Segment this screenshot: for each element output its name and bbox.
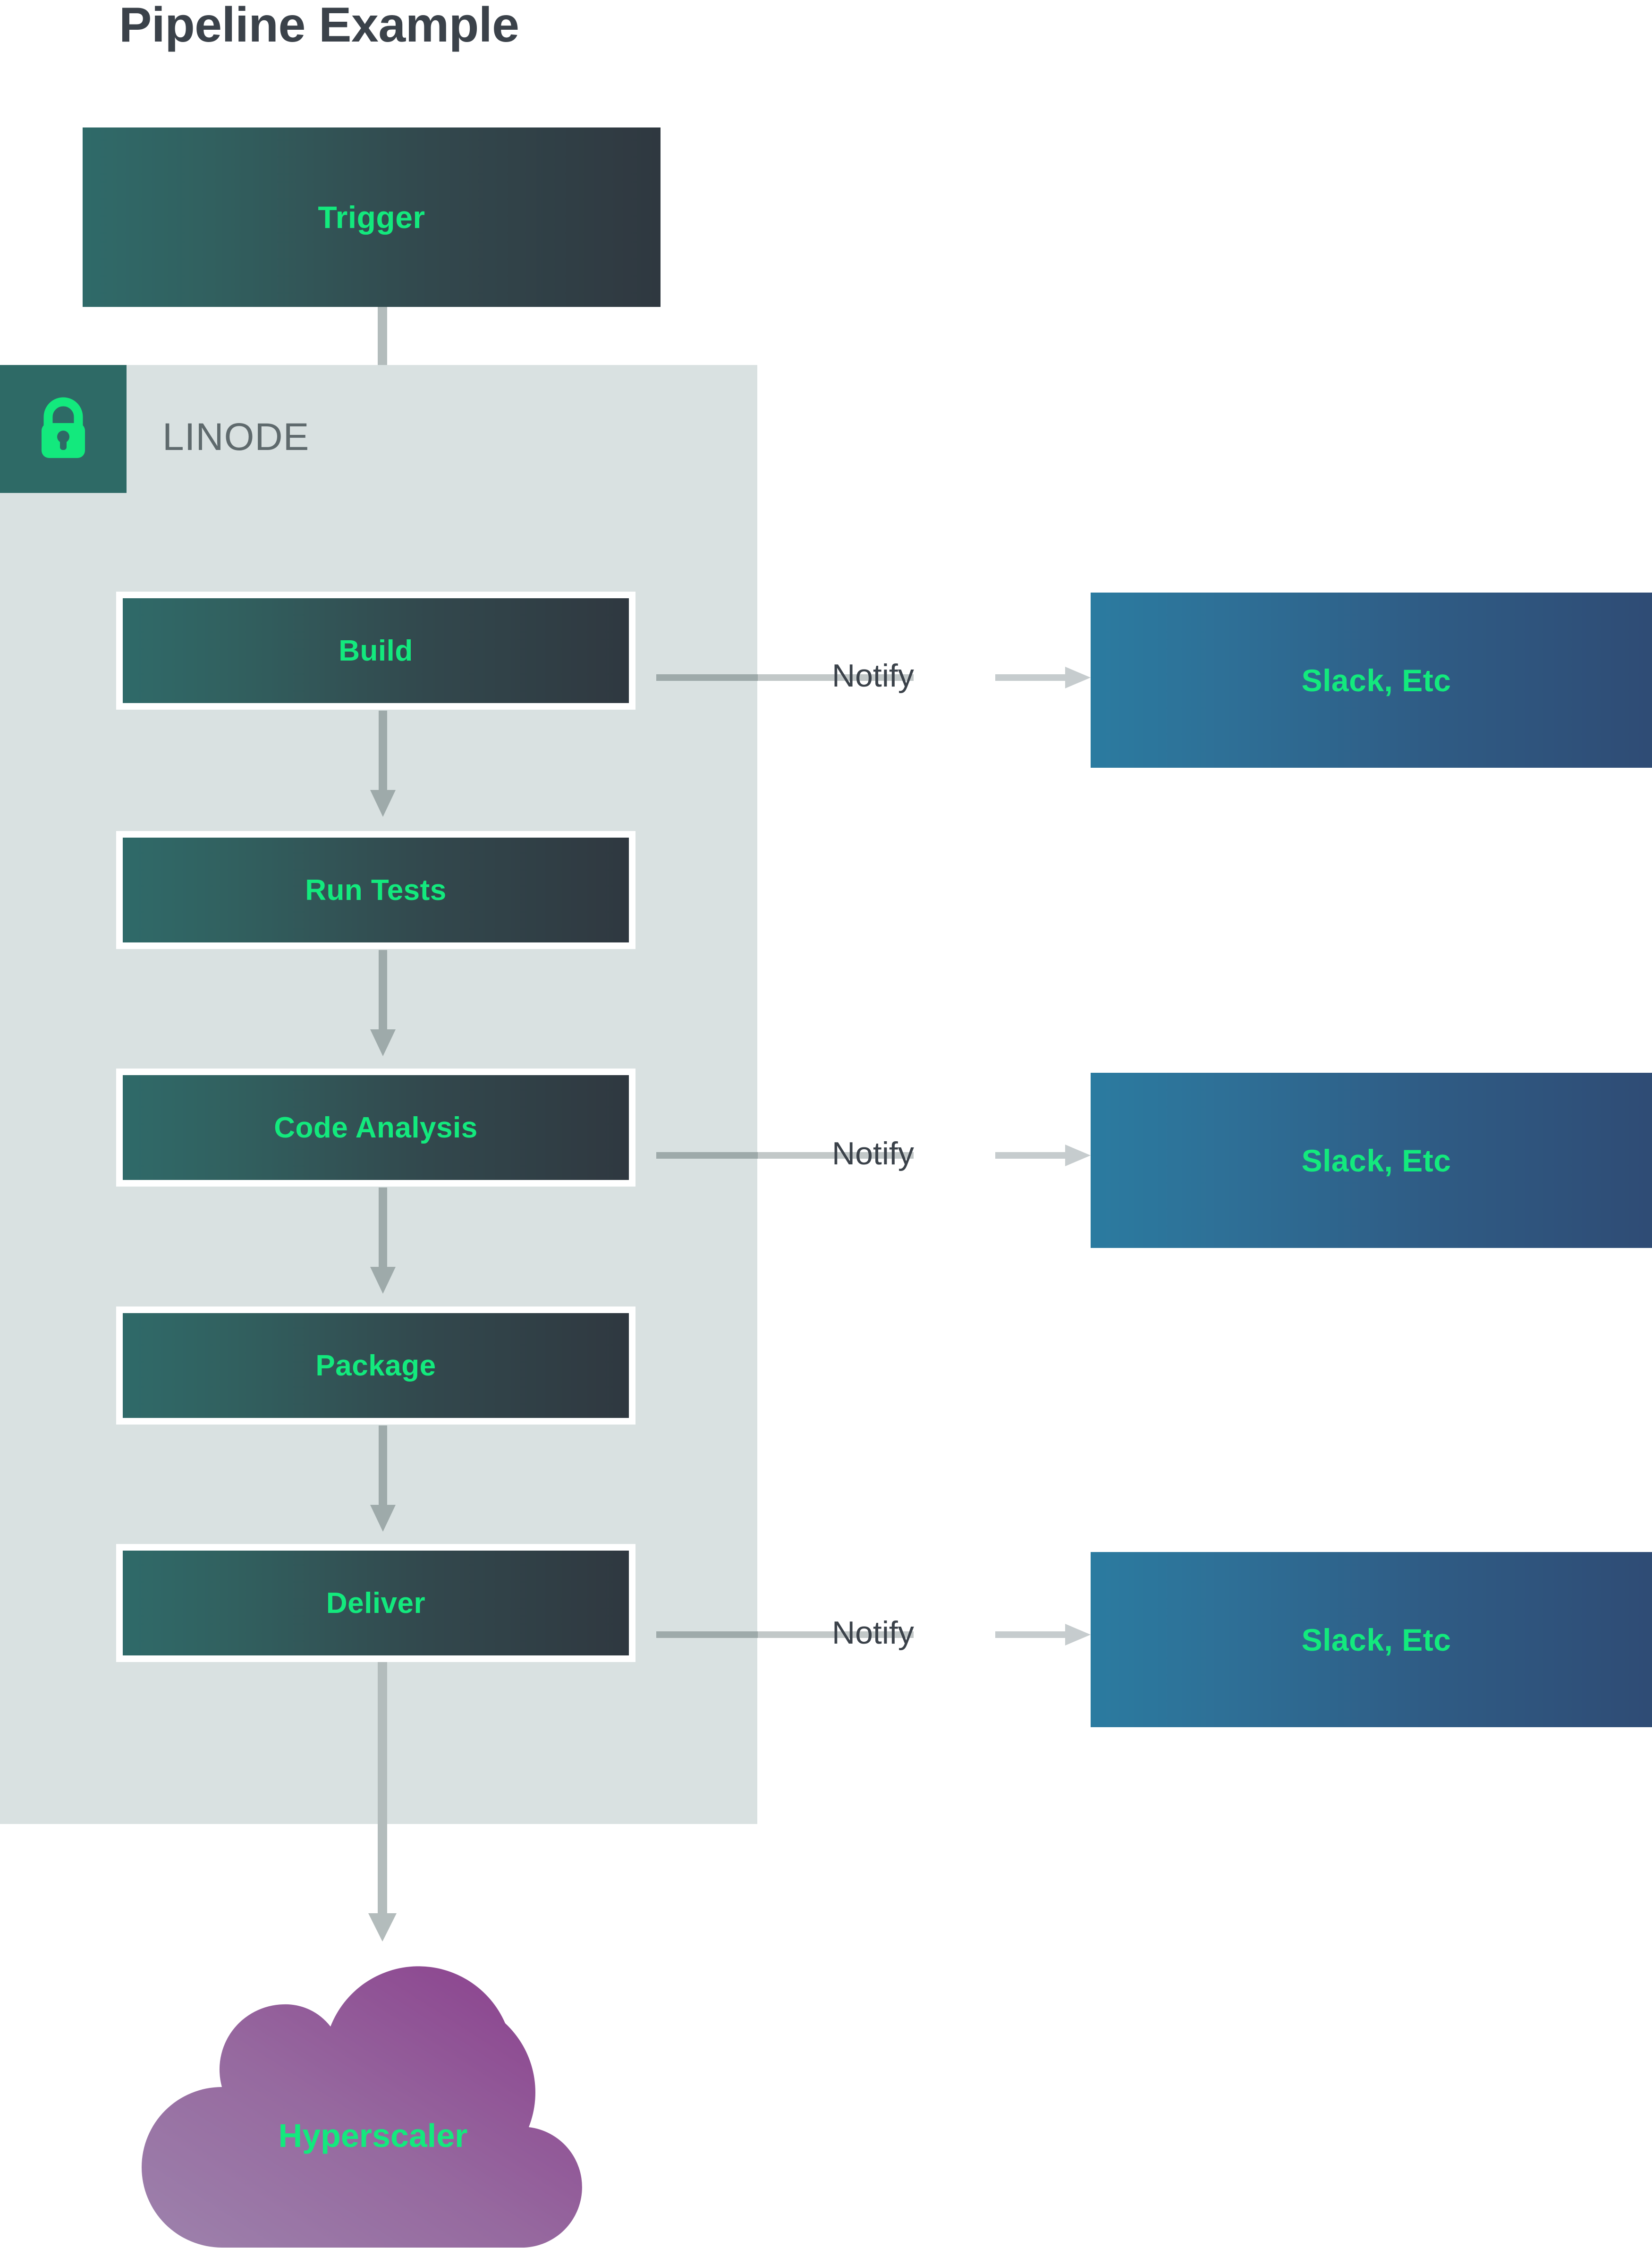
connector-notify-code-analysis <box>656 1139 1091 1172</box>
node-slack-2-label: Slack, Etc <box>1301 1143 1451 1178</box>
connector-notify-build-label: Notify <box>832 658 914 694</box>
connector-notify-build <box>656 661 1091 694</box>
connector-code-analysis-to-package <box>362 1188 404 1308</box>
node-deliver[interactable]: Deliver <box>116 1544 635 1662</box>
boundary-linode-label: LINODE <box>162 416 310 458</box>
node-hyperscaler-label: Hyperscaler <box>278 2117 468 2154</box>
node-package[interactable]: Package <box>116 1306 635 1425</box>
node-code-analysis[interactable]: Code Analysis <box>116 1069 635 1187</box>
node-trigger[interactable]: Trigger <box>83 127 661 307</box>
node-run-tests[interactable]: Run Tests <box>116 831 635 949</box>
node-code-analysis-label: Code Analysis <box>274 1111 478 1144</box>
node-slack-1-label: Slack, Etc <box>1301 662 1451 698</box>
lock-icon-badge <box>0 365 127 493</box>
connector-deliver-to-hyperscaler <box>359 1662 406 1945</box>
connector-notify-deliver <box>656 1618 1091 1651</box>
node-build[interactable]: Build <box>116 592 635 710</box>
node-deliver-label: Deliver <box>326 1586 426 1620</box>
node-slack-3[interactable]: Slack, Etc <box>1091 1552 1652 1727</box>
page-title: Pipeline Example <box>119 0 519 52</box>
node-package-label: Package <box>315 1349 436 1382</box>
cloud-icon <box>142 1941 604 2248</box>
connector-build-to-run-tests <box>362 711 404 831</box>
node-slack-1[interactable]: Slack, Etc <box>1091 593 1652 768</box>
node-trigger-label: Trigger <box>318 200 425 235</box>
node-hyperscaler[interactable]: Hyperscaler <box>142 1941 604 2248</box>
connector-notify-code-analysis-label: Notify <box>832 1136 914 1171</box>
node-build-label: Build <box>339 634 413 667</box>
connector-package-to-deliver <box>362 1425 404 1546</box>
connector-run-tests-to-code-analysis <box>362 950 404 1071</box>
node-slack-3-label: Slack, Etc <box>1301 1622 1451 1657</box>
node-run-tests-label: Run Tests <box>305 874 447 907</box>
connector-notify-deliver-label: Notify <box>832 1615 914 1651</box>
node-slack-2[interactable]: Slack, Etc <box>1091 1073 1652 1248</box>
